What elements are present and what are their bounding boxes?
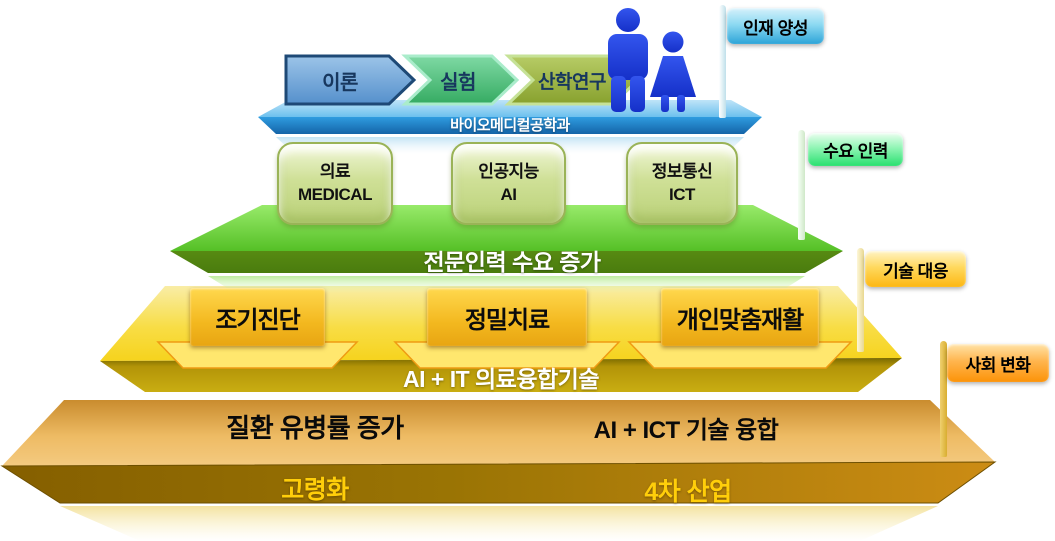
flag-pole-technology [857, 248, 864, 352]
base-front-label-aging: 고령화 [281, 476, 349, 504]
tech-platform-label: AI + IT 의료융합기술 [402, 365, 600, 392]
demand-platform-reflection [208, 276, 805, 293]
base-platform-reflection [60, 506, 938, 541]
base-top-label-ai-ict: AI + ICT 기술 융합 [593, 416, 779, 444]
demand-platform-front [170, 251, 843, 273]
arrow-theory [284, 54, 417, 106]
demand-box-ict: 정보통신 ICT [626, 142, 738, 225]
flag-pole-talent [719, 5, 726, 118]
flag-pole-social [940, 341, 947, 457]
flag-talent-cultivation: 인재 양성 [727, 8, 824, 44]
department-platform-front [258, 117, 762, 134]
man-icon [608, 8, 648, 112]
demand-box-ict-line1: 정보통신 [651, 162, 713, 182]
base-top-label-disease: 질환 유병률 증가 [226, 412, 404, 443]
demand-box-ict-line2: ICT [669, 184, 695, 204]
arrow-experiment [401, 54, 520, 106]
demand-box-ai-line2: AI [500, 184, 518, 204]
demand-box-medical: 의료 MEDICAL [277, 142, 393, 225]
flag-pole-demand [798, 130, 805, 240]
flag-demand-workforce: 수요 인력 [808, 133, 903, 166]
demand-box-medical-line1: 의료 [319, 162, 351, 182]
base-platform-top [2, 400, 995, 466]
demand-box-medical-line2: MEDICAL [298, 184, 372, 204]
department-platform-label: 바이오메디컬공학과 [450, 117, 570, 134]
tech-box-personalized-rehab: 개인맞춤재활 [661, 288, 819, 346]
demand-box-ai-line1: 인공지능 [478, 162, 539, 182]
flag-social-change: 사회 변화 [947, 344, 1049, 382]
flag-technology-response: 기술 대응 [865, 251, 966, 287]
tech-box-early-diagnosis: 조기진단 [190, 288, 325, 346]
tech-box-precision-treatment: 정밀치료 [427, 288, 587, 346]
demand-box-ai: 인공지능 AI [451, 142, 566, 225]
woman-icon [650, 31, 696, 112]
demand-platform-label: 전문인력 수요 증가 [423, 248, 601, 275]
arrow-experiment-label: 실험 [440, 71, 476, 94]
base-platform-front [0, 461, 997, 504]
arrow-theory-label: 이론 [322, 71, 358, 94]
arrow-industry-research-label: 산학연구 [538, 71, 606, 93]
base-front-label-4th-industry: 4차 산업 [644, 478, 732, 506]
